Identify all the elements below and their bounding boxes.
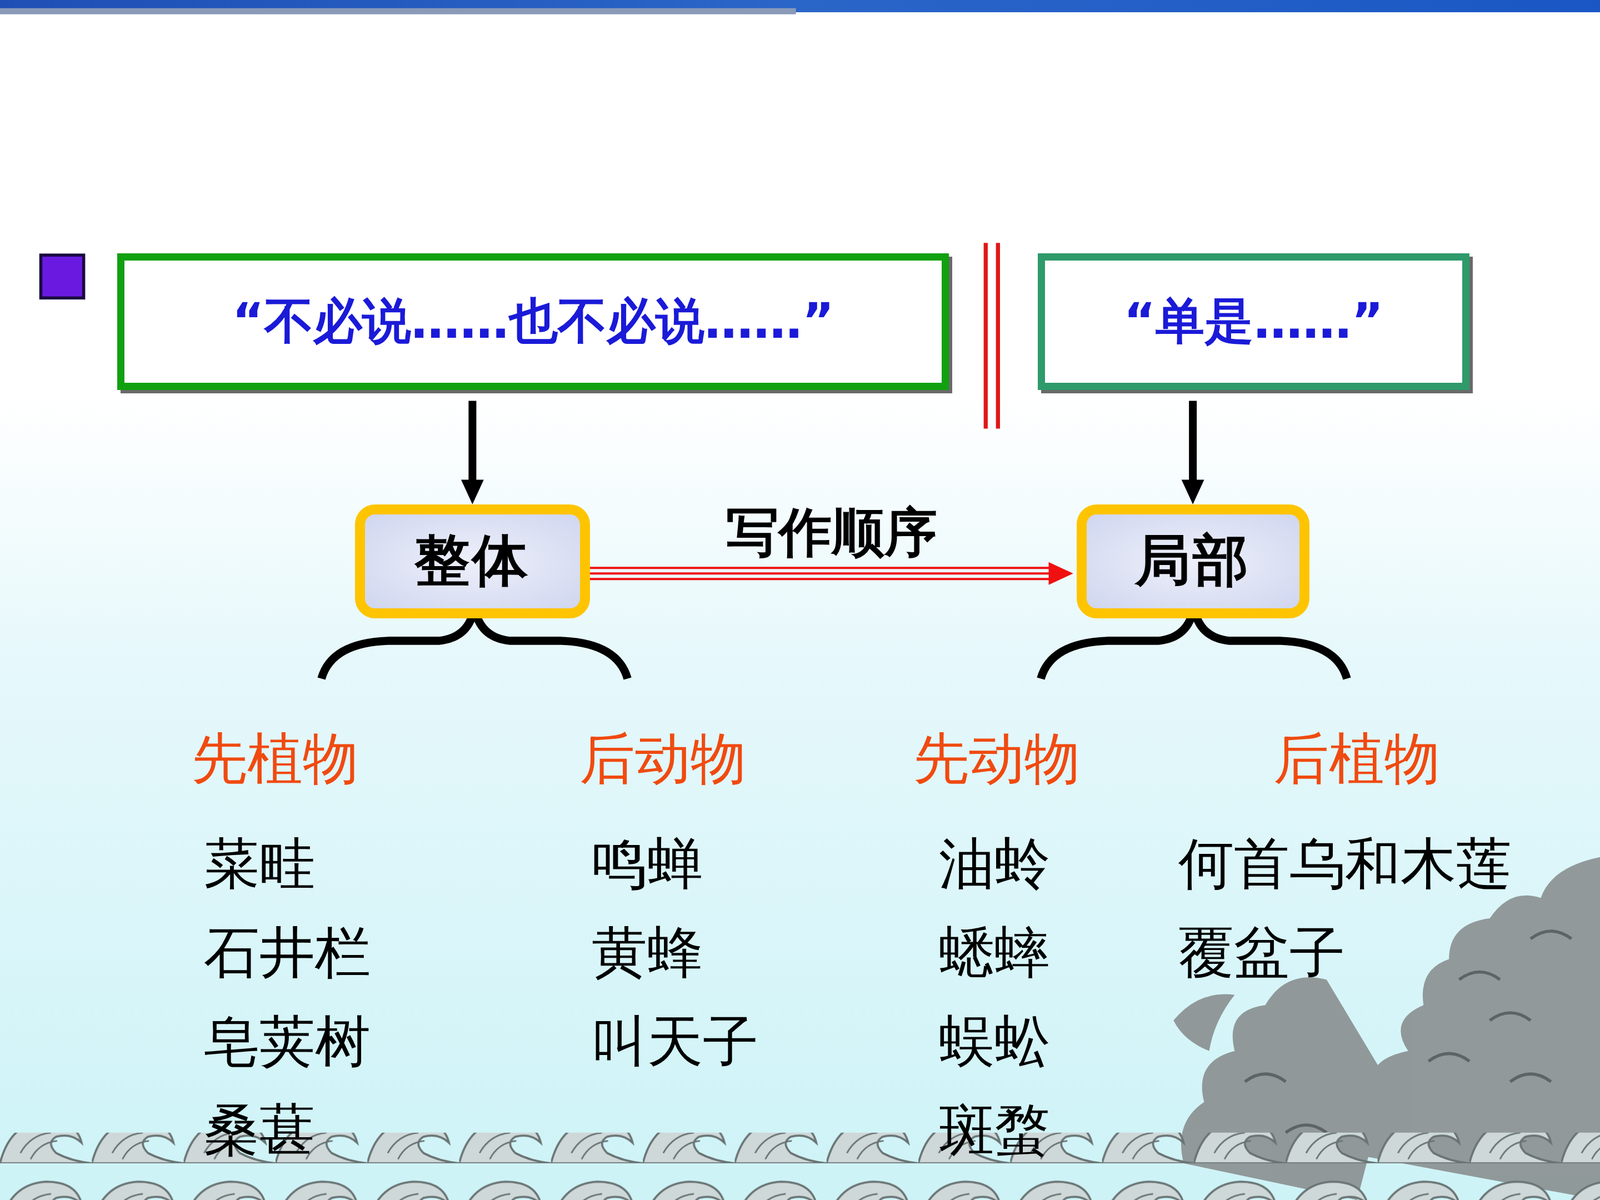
- item-label: 石井栏: [203, 920, 371, 985]
- divider-line: [983, 242, 988, 429]
- arrow-head: [461, 480, 484, 505]
- connector-line: [590, 577, 1051, 580]
- quote-box: “单是……”: [1037, 253, 1470, 390]
- category-heading: 后动物: [579, 726, 747, 791]
- connector: [461, 401, 484, 505]
- node-text: 局部: [1135, 523, 1251, 599]
- item-label: 皂荚树: [203, 1009, 371, 1074]
- quote-box: “不必说……也不必说……”: [117, 253, 949, 390]
- concept-box: 局部: [1076, 504, 1310, 619]
- connector: [590, 562, 1074, 585]
- bullet-square: [40, 255, 84, 298]
- category-heading: 先动物: [913, 726, 1080, 791]
- item-label: 黄蜂: [591, 920, 703, 985]
- divider-line: [996, 242, 1000, 429]
- item-label: 叫天子: [591, 1009, 759, 1074]
- arrow-head: [1048, 562, 1074, 585]
- item-label: 鸣蝉: [591, 831, 703, 896]
- node-text: “不必说……也不必说……”: [232, 288, 835, 355]
- arrow-head: [1181, 480, 1205, 505]
- connector-line: [468, 401, 477, 482]
- connector-line: [590, 572, 1051, 575]
- connector-line: [1188, 401, 1197, 482]
- item-label: 油蛉: [938, 831, 1050, 896]
- top-bar-shadow: [0, 8, 797, 15]
- item-label: 桑葚: [203, 1097, 315, 1162]
- connector: [1181, 401, 1205, 505]
- concept-box: 整体: [355, 504, 590, 619]
- item-label: 覆盆子: [1178, 920, 1345, 985]
- item-label: 斑蝥: [938, 1097, 1050, 1162]
- category-heading: 先植物: [191, 726, 359, 791]
- item-label: 蜈蚣: [938, 1009, 1050, 1074]
- item-label: 蟋蟀: [938, 920, 1050, 985]
- edge-label: 写作顺序: [726, 503, 938, 562]
- connector-line: [590, 566, 1051, 569]
- node-text: “单是……”: [1123, 288, 1384, 355]
- category-heading: 后植物: [1273, 726, 1440, 791]
- item-label: 何首乌和木莲: [1178, 831, 1512, 896]
- node-text: 整体: [414, 523, 530, 599]
- item-label: 菜畦: [203, 831, 315, 896]
